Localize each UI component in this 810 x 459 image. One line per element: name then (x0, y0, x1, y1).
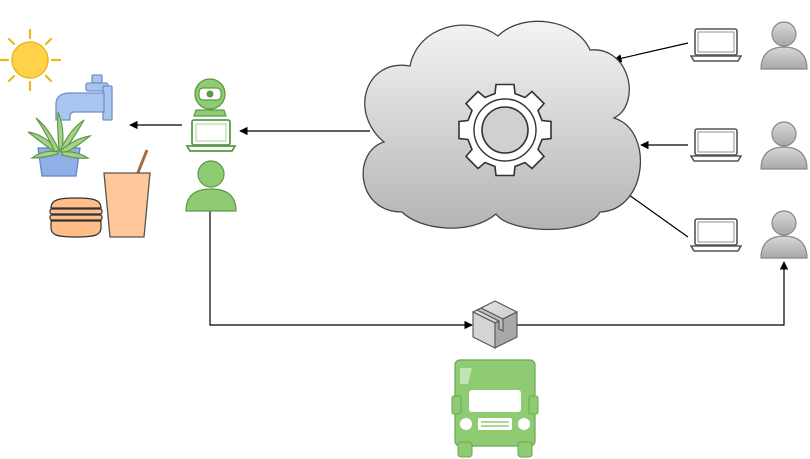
laptop-icon (690, 28, 742, 62)
laptop-icon (690, 128, 742, 162)
drink-cup-icon (103, 149, 151, 238)
faucet-icon (55, 74, 113, 121)
arrow-remote-laptop-1-to-cloud (613, 42, 689, 63)
connectors (129, 42, 789, 330)
laptop-icon (185, 119, 237, 152)
user-icon (760, 210, 808, 259)
line-package-to-remote-user-3 (517, 261, 789, 326)
gear-icon (458, 83, 552, 177)
user-icon (760, 21, 808, 70)
truck-icon (451, 359, 539, 458)
sun-icon (0, 28, 62, 92)
burger-icon (49, 197, 103, 238)
laptop-icon (690, 218, 742, 252)
user-icon (185, 160, 237, 212)
user-icon (760, 121, 808, 170)
plant-icon (27, 111, 93, 177)
arrow-remote-laptop-3-to-cloud (621, 189, 689, 238)
package-icon (471, 300, 519, 349)
webcam-icon (193, 78, 227, 117)
line-local-user-to-package (209, 211, 473, 330)
